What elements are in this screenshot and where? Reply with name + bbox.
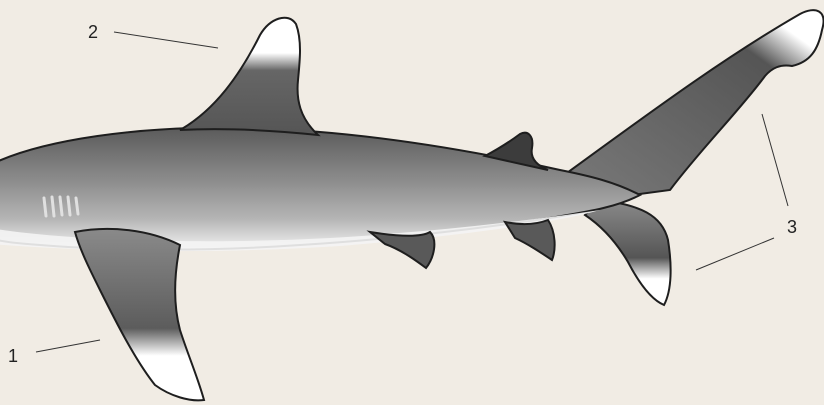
caudal-fin-upper-lobe [560,10,823,198]
callout-label-1: 1 [8,346,18,366]
pectoral-fin [75,229,204,400]
callout-label-3: 3 [787,217,797,237]
caudal-fin-lower-lobe [585,200,671,305]
leader-line-3b [696,238,774,270]
anal-fin [505,220,555,260]
pelvic-fin [370,232,434,268]
leader-line-1 [36,340,100,352]
leader-line-3a [762,114,788,206]
callout-label-2: 2 [88,22,98,42]
leader-line-2 [114,32,218,48]
dorsal-fin [180,18,318,135]
